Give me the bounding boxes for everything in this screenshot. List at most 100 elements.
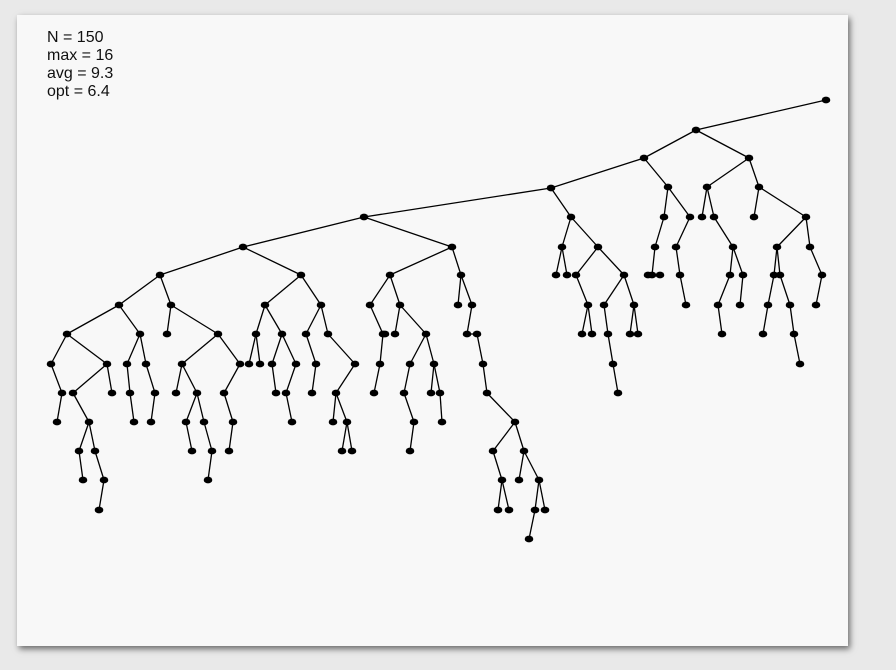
tree-edge — [159, 246, 244, 276]
tree-edge — [501, 479, 510, 511]
tree-node — [192, 389, 202, 397]
tree-edge — [550, 187, 572, 218]
tree-node — [78, 476, 88, 484]
tree-edge — [98, 479, 105, 511]
tree-node — [375, 360, 385, 368]
tree-node — [482, 389, 492, 397]
tree-node — [181, 418, 191, 426]
tree-node — [472, 330, 482, 338]
tree-node — [608, 360, 618, 368]
tree-edge — [185, 392, 198, 423]
tree-edge — [320, 304, 329, 335]
tree-node — [557, 243, 567, 251]
tree-node — [267, 360, 277, 368]
tree-node — [102, 360, 112, 368]
tree-edge — [363, 216, 453, 248]
tree-edge — [776, 216, 807, 248]
tree-node — [421, 330, 431, 338]
tree-node — [675, 271, 685, 279]
tree-node — [238, 243, 248, 251]
tree-edge — [603, 304, 609, 335]
tree-edge — [706, 157, 750, 188]
tree-edge — [717, 274, 731, 306]
tree-node — [224, 447, 234, 455]
tree-edge — [695, 99, 827, 131]
tree-node — [514, 476, 524, 484]
tree-node — [426, 389, 436, 397]
tree-node — [251, 330, 261, 338]
stat-avg-value: 9.3 — [91, 65, 114, 82]
tree-node — [395, 301, 405, 309]
tree-edge — [409, 421, 415, 452]
tree-edge — [118, 304, 141, 335]
tree-node — [122, 360, 132, 368]
tree-edge — [623, 274, 635, 306]
tree-edge — [203, 421, 213, 452]
tree-edge — [285, 392, 293, 423]
tree-node — [307, 389, 317, 397]
stat-avg-label: avg — [47, 65, 73, 82]
tree-node — [462, 330, 472, 338]
tree-node — [380, 330, 390, 338]
tree-node — [162, 330, 172, 338]
tree-node — [146, 418, 156, 426]
tree-edge — [433, 363, 441, 394]
tree-edge — [679, 274, 687, 306]
tree-node — [702, 183, 712, 191]
tree-node — [171, 389, 181, 397]
tree-edge — [305, 333, 317, 365]
tree-edge — [305, 304, 322, 335]
tree-node — [84, 418, 94, 426]
tree-node — [725, 271, 735, 279]
stat-max-value: 16 — [95, 47, 114, 64]
tree-node — [405, 360, 415, 368]
tree-node — [811, 301, 821, 309]
tree-node — [717, 330, 727, 338]
tree-node — [235, 360, 245, 368]
tree-edge — [150, 392, 156, 423]
tree-edge — [607, 333, 614, 365]
tree-node — [571, 271, 581, 279]
tree-node — [62, 330, 72, 338]
tree-node — [141, 360, 151, 368]
tree-node — [207, 447, 217, 455]
tree-edge — [327, 333, 356, 365]
tree-edge — [776, 246, 781, 276]
tree-node — [546, 184, 556, 192]
tree-edge — [701, 186, 708, 218]
tree-edge — [476, 333, 484, 365]
tree-edge — [394, 304, 401, 335]
tree-edge — [528, 509, 536, 540]
tree-node — [409, 418, 419, 426]
tree-edge — [762, 304, 769, 335]
tree-node — [74, 447, 84, 455]
tree-edge — [332, 392, 337, 423]
tree-edge — [72, 363, 108, 394]
tree-edge — [281, 333, 297, 365]
tree-edge — [753, 186, 760, 218]
tree-edge — [285, 363, 297, 394]
tree-node — [530, 506, 540, 514]
tree-node — [114, 301, 124, 309]
tree-edge — [369, 304, 384, 335]
tree-node — [456, 271, 466, 279]
tree-node — [331, 389, 341, 397]
tree-edge — [815, 274, 823, 306]
tree-node — [94, 506, 104, 514]
tree-edge — [732, 246, 744, 276]
tree-node — [510, 418, 520, 426]
tree-edge — [603, 274, 625, 306]
tree-edge — [379, 333, 384, 365]
tree-edge — [739, 274, 744, 306]
stat-opt: opt = 6.4 — [47, 83, 110, 100]
tree-edge — [248, 333, 257, 365]
tree-edge — [518, 450, 525, 481]
tree-edge — [126, 333, 141, 365]
tree-node — [405, 447, 415, 455]
tree-edge — [373, 363, 381, 394]
tree-node — [287, 418, 297, 426]
tree-edge — [612, 363, 619, 394]
tree-edge — [555, 246, 563, 276]
tree-node — [697, 213, 707, 221]
tree-edge — [581, 304, 589, 335]
